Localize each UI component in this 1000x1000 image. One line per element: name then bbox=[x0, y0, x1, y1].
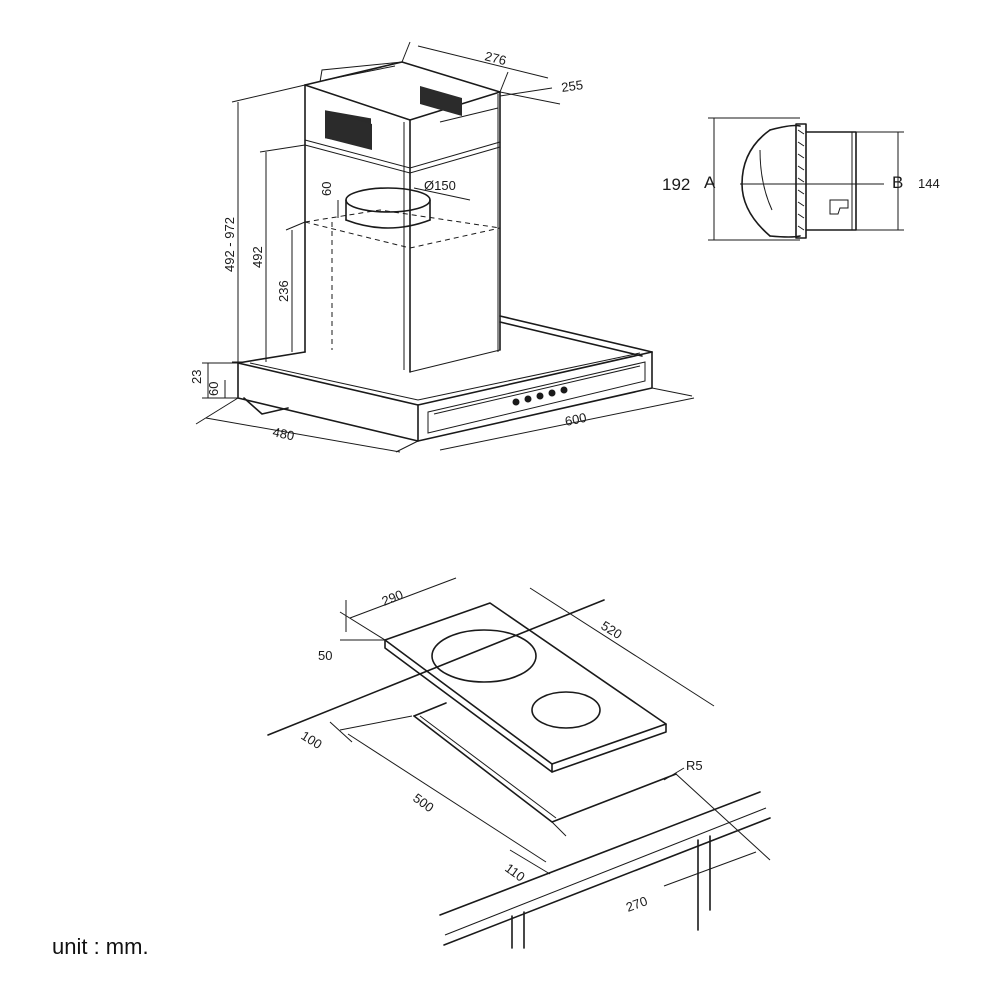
dim-276: 276 bbox=[483, 48, 508, 68]
dim-150: Ø150 bbox=[424, 178, 456, 193]
dim-23: 23 bbox=[189, 370, 204, 384]
dim-600: 600 bbox=[564, 410, 588, 429]
dim-492-972: 492 - 972 bbox=[222, 217, 237, 272]
dim-236: 236 bbox=[276, 280, 291, 302]
dimension-labels: 276 255 Ø150 60 492 - 972 492 236 23 60 … bbox=[189, 48, 940, 914]
dim-192: 192 bbox=[662, 175, 690, 194]
unit-label: unit : mm. bbox=[52, 934, 149, 959]
dim-500: 500 bbox=[410, 790, 436, 815]
dim-60-collar: 60 bbox=[319, 182, 334, 196]
dim-144: 144 bbox=[918, 176, 940, 191]
dim-100: 100 bbox=[298, 728, 324, 752]
label-a: A bbox=[704, 173, 716, 192]
dim-60-canopy: 60 bbox=[206, 382, 221, 396]
label-b: B bbox=[892, 173, 903, 192]
dim-290: 290 bbox=[380, 587, 406, 609]
dim-520: 520 bbox=[598, 618, 624, 642]
dim-492: 492 bbox=[250, 246, 265, 268]
range-hood-drawing bbox=[195, 41, 695, 453]
dim-480: 480 bbox=[271, 424, 295, 443]
dim-110: 110 bbox=[502, 860, 528, 884]
dim-255: 255 bbox=[560, 77, 584, 95]
hob-drawing bbox=[267, 577, 771, 949]
backdraft-valve-drawing bbox=[708, 117, 904, 241]
dim-270: 270 bbox=[624, 893, 650, 915]
dim-r5: R5 bbox=[686, 758, 703, 773]
dim-50: 50 bbox=[318, 648, 332, 663]
